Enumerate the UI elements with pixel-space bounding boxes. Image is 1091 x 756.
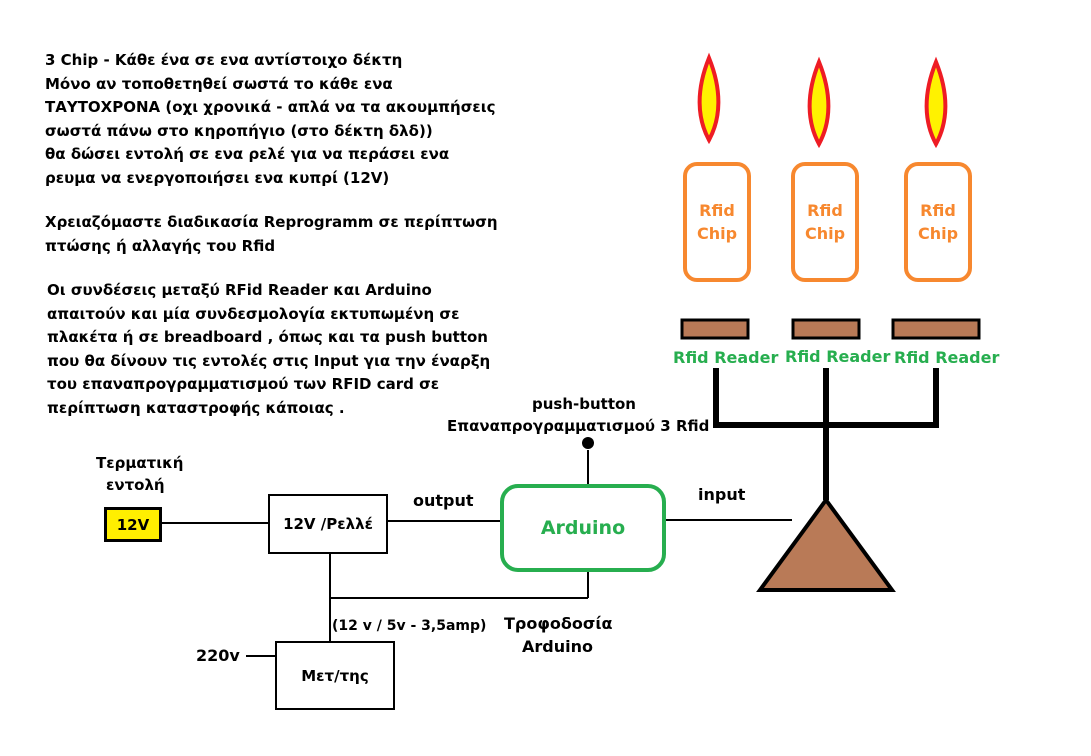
connections-line: πλακέτα ή σε breadboard , όπως και τα pu… — [47, 328, 488, 346]
mains-label: 220v — [196, 646, 240, 665]
candle-flame — [697, 52, 721, 145]
rfid-reader-label: Rfid Reader — [673, 348, 779, 367]
connections-block: Οι συνδέσεις μεταξύ RFid Reader και Ardu… — [47, 279, 490, 420]
description-block: 3 Chip - Κάθε ένα σε ενα αντίστοιχο δέκτ… — [45, 49, 495, 190]
reprogram-block: Χρειαζόμαστε διαδικασία Reprogramm σε πε… — [45, 211, 498, 258]
reprogram-line: πτώσης ή αλλαγής του Rfid — [45, 236, 276, 255]
candle-flame — [924, 56, 948, 149]
rfid-chip-label: Chip — [696, 224, 738, 243]
arduino-box: Arduino — [500, 484, 666, 572]
arduino-label: Arduino — [540, 517, 626, 539]
rfid-chip-label: Chip — [917, 224, 959, 243]
rfid-reader-plate — [680, 318, 750, 340]
transformer-label: Μετ/της — [301, 666, 369, 685]
terminal-sublabel: εντολή — [106, 476, 165, 494]
circuit-wires — [162, 450, 792, 657]
push-button-dot — [582, 437, 594, 449]
arduino-power-sublabel: Arduino — [522, 637, 593, 656]
power-spec-label: (12 v / 5v - 3,5amp) — [332, 618, 487, 634]
candelabra-frame — [713, 368, 939, 500]
connections-line: Οι συνδέσεις μεταξύ RFid Reader και Ardu… — [47, 281, 432, 299]
candelabra-base — [756, 496, 896, 592]
connections-line: απαιτούν και μία συνδεσμολογία εκτυπωμέν… — [47, 304, 460, 323]
description-line: σωστά πάνω στο κηροπήγιο (στο δέκτη δλδ)… — [45, 121, 433, 140]
push-button-sublabel: Επαναπρογραμματισμού 3 Rfid — [447, 417, 710, 435]
connections-line: περίπτωση καταστροφής κάποιας . — [47, 398, 345, 417]
rfid-chip-label: Rfid — [920, 201, 956, 220]
rfid-reader-plate — [891, 318, 981, 340]
description-line: ΤΑΥΤΟΧΡΟΝΑ (οχι χρονικά - απλά να τα ακο… — [45, 98, 496, 116]
description-line: ρευμα να ενεργοποιήσει ενα κυπρί (12V) — [45, 168, 390, 187]
description-line: θα δώσει εντολή σε ενα ρελέ για να περάσ… — [45, 145, 450, 163]
rfid-chip: Rfid Chip — [904, 162, 972, 282]
connections-line: που θα δίνουν τις εντολές στις Input για… — [47, 351, 491, 370]
push-button-label: push-button — [532, 395, 636, 413]
rfid-chip: Rfid Chip — [791, 162, 859, 282]
rfid-chip-label: Chip — [804, 224, 846, 243]
reprogram-line: Χρειαζόμαστε διαδικασία Reprogramm σε πε… — [45, 213, 498, 231]
connections-line: του επαναπρογραμματισμού των RFID card σ… — [47, 375, 440, 393]
arduino-power-label: Τροφοδοσία — [504, 614, 613, 633]
rfid-chip-label: Rfid — [807, 201, 843, 220]
relay-label: 12V /Ρελλέ — [283, 515, 373, 533]
terminal-value: 12V — [116, 515, 150, 534]
rfid-reader-label: Rfid Reader — [894, 348, 1000, 367]
description-line: Μόνο αν τοποθετηθεί σωστά το κάθε ενα — [45, 74, 393, 93]
rfid-reader-label: Rfid Reader — [785, 347, 891, 366]
rfid-chip-label: Rfid — [699, 201, 735, 220]
terminal-label: Τερματική — [96, 454, 184, 472]
candle-flame — [807, 56, 831, 149]
terminal-12v-box: 12V — [104, 507, 162, 542]
relay-box: 12V /Ρελλέ — [268, 494, 388, 554]
input-label: input — [698, 485, 746, 504]
description-line: 3 Chip - Κάθε ένα σε ενα αντίστοιχο δέκτ… — [45, 51, 403, 69]
output-label: output — [413, 491, 474, 510]
transformer-box: Μετ/της — [275, 641, 395, 710]
rfid-chip: Rfid Chip — [683, 162, 751, 282]
rfid-reader-plate — [791, 318, 861, 340]
